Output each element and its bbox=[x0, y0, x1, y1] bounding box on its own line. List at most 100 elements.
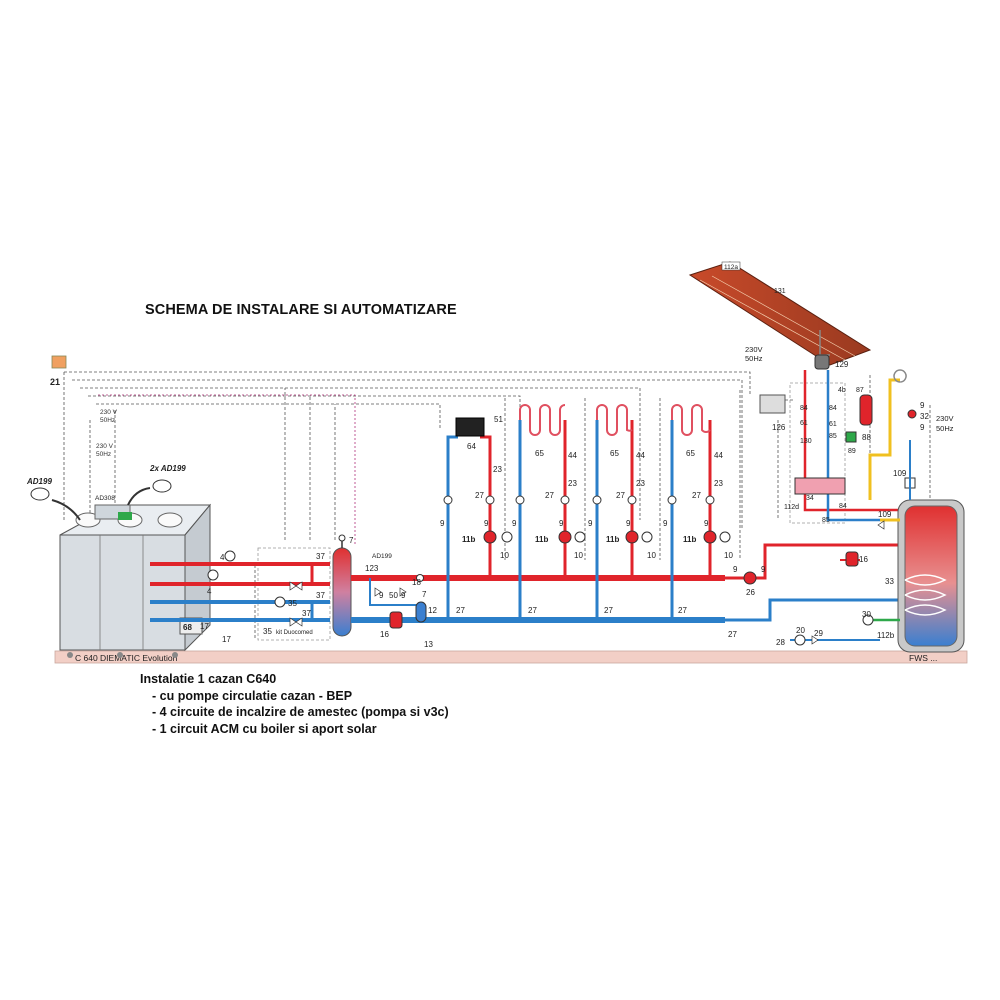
notes-line-3: - 1 circuit ACM cu boiler si aport solar bbox=[152, 721, 377, 736]
svg-text:34: 34 bbox=[806, 495, 814, 502]
ad199-sensor-left: AD199 bbox=[26, 477, 81, 521]
svg-text:9: 9 bbox=[733, 565, 738, 574]
svg-text:230V: 230V bbox=[745, 345, 763, 354]
svg-text:50Hz: 50Hz bbox=[745, 354, 763, 363]
svg-text:35: 35 bbox=[263, 627, 272, 636]
svg-text:27: 27 bbox=[475, 491, 484, 500]
svg-text:11b: 11b bbox=[606, 535, 619, 544]
power-label-c: 230V 50Hz bbox=[745, 345, 763, 363]
svg-text:16: 16 bbox=[380, 630, 389, 639]
svg-text:44: 44 bbox=[714, 451, 723, 460]
heating-circuit-1: 64 51 23 27 9 9 11b 10 27 bbox=[440, 415, 513, 620]
svg-text:10: 10 bbox=[574, 551, 583, 560]
svg-text:50Hz: 50Hz bbox=[96, 451, 111, 458]
svg-text:9: 9 bbox=[484, 519, 489, 528]
svg-text:50Hz: 50Hz bbox=[100, 417, 115, 424]
bus-cable bbox=[98, 394, 356, 545]
svg-text:50Hz: 50Hz bbox=[936, 424, 954, 433]
svg-text:112a: 112a bbox=[724, 264, 738, 271]
svg-text:61: 61 bbox=[829, 421, 837, 428]
notes-line-2: - 4 circuite de incalzire de amestec (po… bbox=[152, 705, 449, 719]
heating-circuit-2: 65 44 23 27 9 9 11b 10 27 bbox=[512, 404, 586, 620]
svg-text:126: 126 bbox=[772, 423, 786, 432]
svg-text:kit Duocomed: kit Duocomed bbox=[276, 630, 313, 636]
svg-text:11b: 11b bbox=[535, 535, 548, 544]
svg-text:230V: 230V bbox=[936, 414, 954, 423]
heating-circuit-3: 65 44 23 27 9 9 11b 10 27 bbox=[588, 404, 656, 620]
svg-text:9: 9 bbox=[920, 423, 925, 432]
svg-text:37: 37 bbox=[316, 591, 325, 600]
svg-text:23: 23 bbox=[568, 479, 577, 488]
svg-text:23: 23 bbox=[714, 479, 723, 488]
svg-text:27: 27 bbox=[692, 491, 701, 500]
ad199-sensor-mid: 2x AD199 bbox=[127, 464, 186, 506]
svg-text:27: 27 bbox=[678, 606, 687, 615]
notes-line-1: - cu pompe circulatie cazan - BEP bbox=[152, 688, 353, 703]
svg-text:17: 17 bbox=[200, 622, 209, 631]
svg-text:11b: 11b bbox=[462, 535, 475, 544]
svg-text:112b: 112b bbox=[877, 631, 895, 640]
svg-text:9: 9 bbox=[440, 519, 445, 528]
svg-text:20: 20 bbox=[796, 626, 805, 635]
svg-text:9: 9 bbox=[920, 401, 925, 410]
svg-text:AD199: AD199 bbox=[26, 477, 52, 486]
svg-text:9: 9 bbox=[559, 519, 564, 528]
svg-text:28: 28 bbox=[776, 638, 785, 647]
solar-collector: 112a 131 129 bbox=[688, 261, 872, 370]
svg-text:65: 65 bbox=[535, 449, 544, 458]
svg-text:9: 9 bbox=[761, 565, 766, 574]
svg-text:44: 44 bbox=[636, 451, 645, 460]
notes-heading: Instalatie 1 cazan C640 bbox=[140, 672, 277, 686]
svg-text:13: 13 bbox=[424, 640, 433, 649]
svg-text:37: 37 bbox=[316, 552, 325, 561]
svg-text:44: 44 bbox=[568, 451, 577, 460]
svg-text:88: 88 bbox=[862, 433, 871, 442]
svg-text:27: 27 bbox=[616, 491, 625, 500]
svg-text:68: 68 bbox=[183, 623, 192, 632]
svg-text:61: 61 bbox=[800, 420, 808, 427]
power-label-b: 230 V 50Hz bbox=[96, 443, 114, 458]
svg-text:9: 9 bbox=[379, 591, 384, 600]
floor-strip bbox=[54, 650, 968, 664]
svg-text:32: 32 bbox=[920, 412, 929, 421]
svg-text:230 V: 230 V bbox=[100, 409, 118, 416]
boiler-label: C 640 DIEMATIC Evolution bbox=[75, 653, 178, 663]
svg-text:84: 84 bbox=[800, 405, 808, 412]
svg-text:27: 27 bbox=[604, 606, 613, 615]
svg-text:12: 12 bbox=[428, 606, 437, 615]
svg-text:50: 50 bbox=[389, 591, 398, 600]
svg-text:9: 9 bbox=[401, 591, 406, 600]
svg-text:30: 30 bbox=[862, 610, 871, 619]
svg-text:21: 21 bbox=[50, 377, 60, 387]
svg-text:4b: 4b bbox=[838, 387, 846, 394]
svg-text:9: 9 bbox=[663, 519, 668, 528]
boiler-c640: 68 bbox=[59, 503, 212, 658]
svg-text:9: 9 bbox=[626, 519, 631, 528]
boiler-outlets: 4 4 bbox=[150, 550, 240, 622]
svg-text:230 V: 230 V bbox=[96, 443, 114, 450]
svg-text:4: 4 bbox=[220, 553, 225, 562]
svg-text:65: 65 bbox=[610, 449, 619, 458]
dhw-connections: 16 33 30 112b 20 29 28 109 109 9 32 9 bbox=[776, 369, 929, 647]
collector-fittings: 18 9 50 9 16 12 7 13 17 17 bbox=[200, 574, 437, 649]
svg-text:10: 10 bbox=[724, 551, 733, 560]
svg-text:16: 16 bbox=[859, 555, 868, 564]
svg-text:17: 17 bbox=[222, 635, 231, 644]
svg-text:4: 4 bbox=[207, 587, 212, 596]
svg-text:33: 33 bbox=[885, 577, 894, 586]
svg-text:112d: 112d bbox=[784, 504, 799, 511]
svg-text:29: 29 bbox=[814, 629, 823, 638]
svg-text:123: 123 bbox=[365, 564, 379, 573]
outdoor-sensor: 21 bbox=[50, 355, 67, 387]
svg-text:23: 23 bbox=[636, 479, 645, 488]
kit-duocomed: kit Duocomed 37 37 37 35 35 bbox=[240, 547, 331, 641]
installation-notes: Instalatie 1 cazan C640 - cu pompe circu… bbox=[140, 671, 449, 737]
svg-text:23: 23 bbox=[493, 465, 502, 474]
tank-label: FWS ... bbox=[909, 653, 937, 663]
svg-text:87: 87 bbox=[856, 387, 864, 394]
svg-text:11b: 11b bbox=[683, 535, 696, 544]
svg-text:37: 37 bbox=[302, 609, 311, 618]
power-label-a: 230 V 50Hz bbox=[100, 409, 118, 424]
hydraulic-separator: 7 AD199 123 bbox=[332, 534, 392, 637]
